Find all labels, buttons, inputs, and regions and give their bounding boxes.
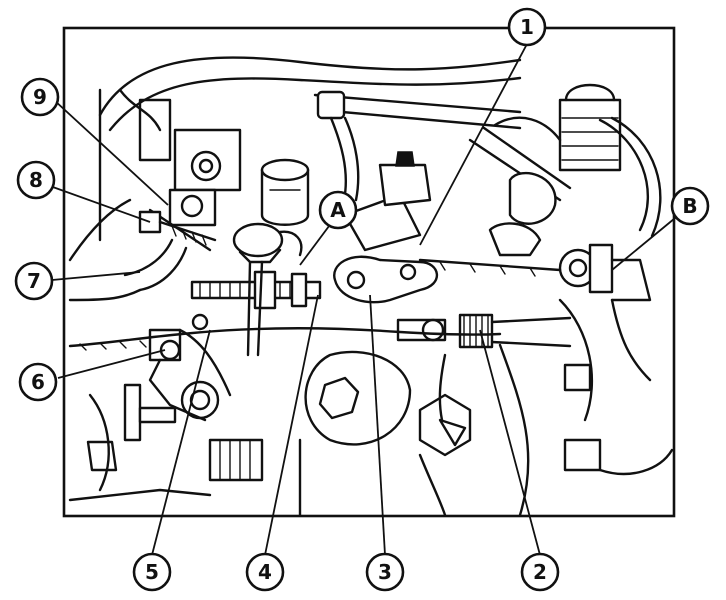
- leader-5: [151, 329, 211, 556]
- leader-7: [51, 271, 141, 281]
- callout-A: A: [318, 190, 358, 230]
- callout-label-8: 8: [29, 168, 43, 192]
- callout-9: 9: [20, 77, 60, 117]
- callout-label-2: 2: [533, 560, 547, 584]
- callout-label-9: 9: [33, 85, 47, 109]
- callout-label-4: 4: [258, 560, 272, 584]
- callout-label-1: 1: [520, 15, 534, 39]
- callout-5: 5: [132, 552, 172, 592]
- callout-B: B: [670, 186, 710, 226]
- callout-label-5: 5: [145, 560, 159, 584]
- callout-6: 6: [18, 362, 58, 402]
- callout-label-3: 3: [378, 560, 392, 584]
- callout-2: 2: [520, 552, 560, 592]
- engine-artwork: [68, 56, 674, 517]
- leader-3: [369, 294, 386, 556]
- callout-label-7: 7: [27, 269, 41, 293]
- leader-lines: [49, 43, 681, 556]
- callout-3: 3: [365, 552, 405, 592]
- leader-6: [57, 349, 166, 379]
- callout-1: 1: [507, 7, 547, 47]
- callout-label-6: 6: [31, 370, 45, 394]
- leader-4: [264, 294, 319, 556]
- leader-8: [49, 185, 151, 223]
- callout-4: 4: [245, 552, 285, 592]
- callout-label-B: B: [682, 194, 697, 218]
- callout-label-A: A: [330, 198, 346, 222]
- leader-B: [611, 213, 681, 271]
- leader-2: [479, 329, 541, 556]
- diagram-frame: [62, 26, 676, 518]
- leader-9: [53, 99, 169, 206]
- leader-1: [419, 43, 528, 246]
- callout-8: 8: [16, 160, 56, 200]
- callout-7: 7: [14, 261, 54, 301]
